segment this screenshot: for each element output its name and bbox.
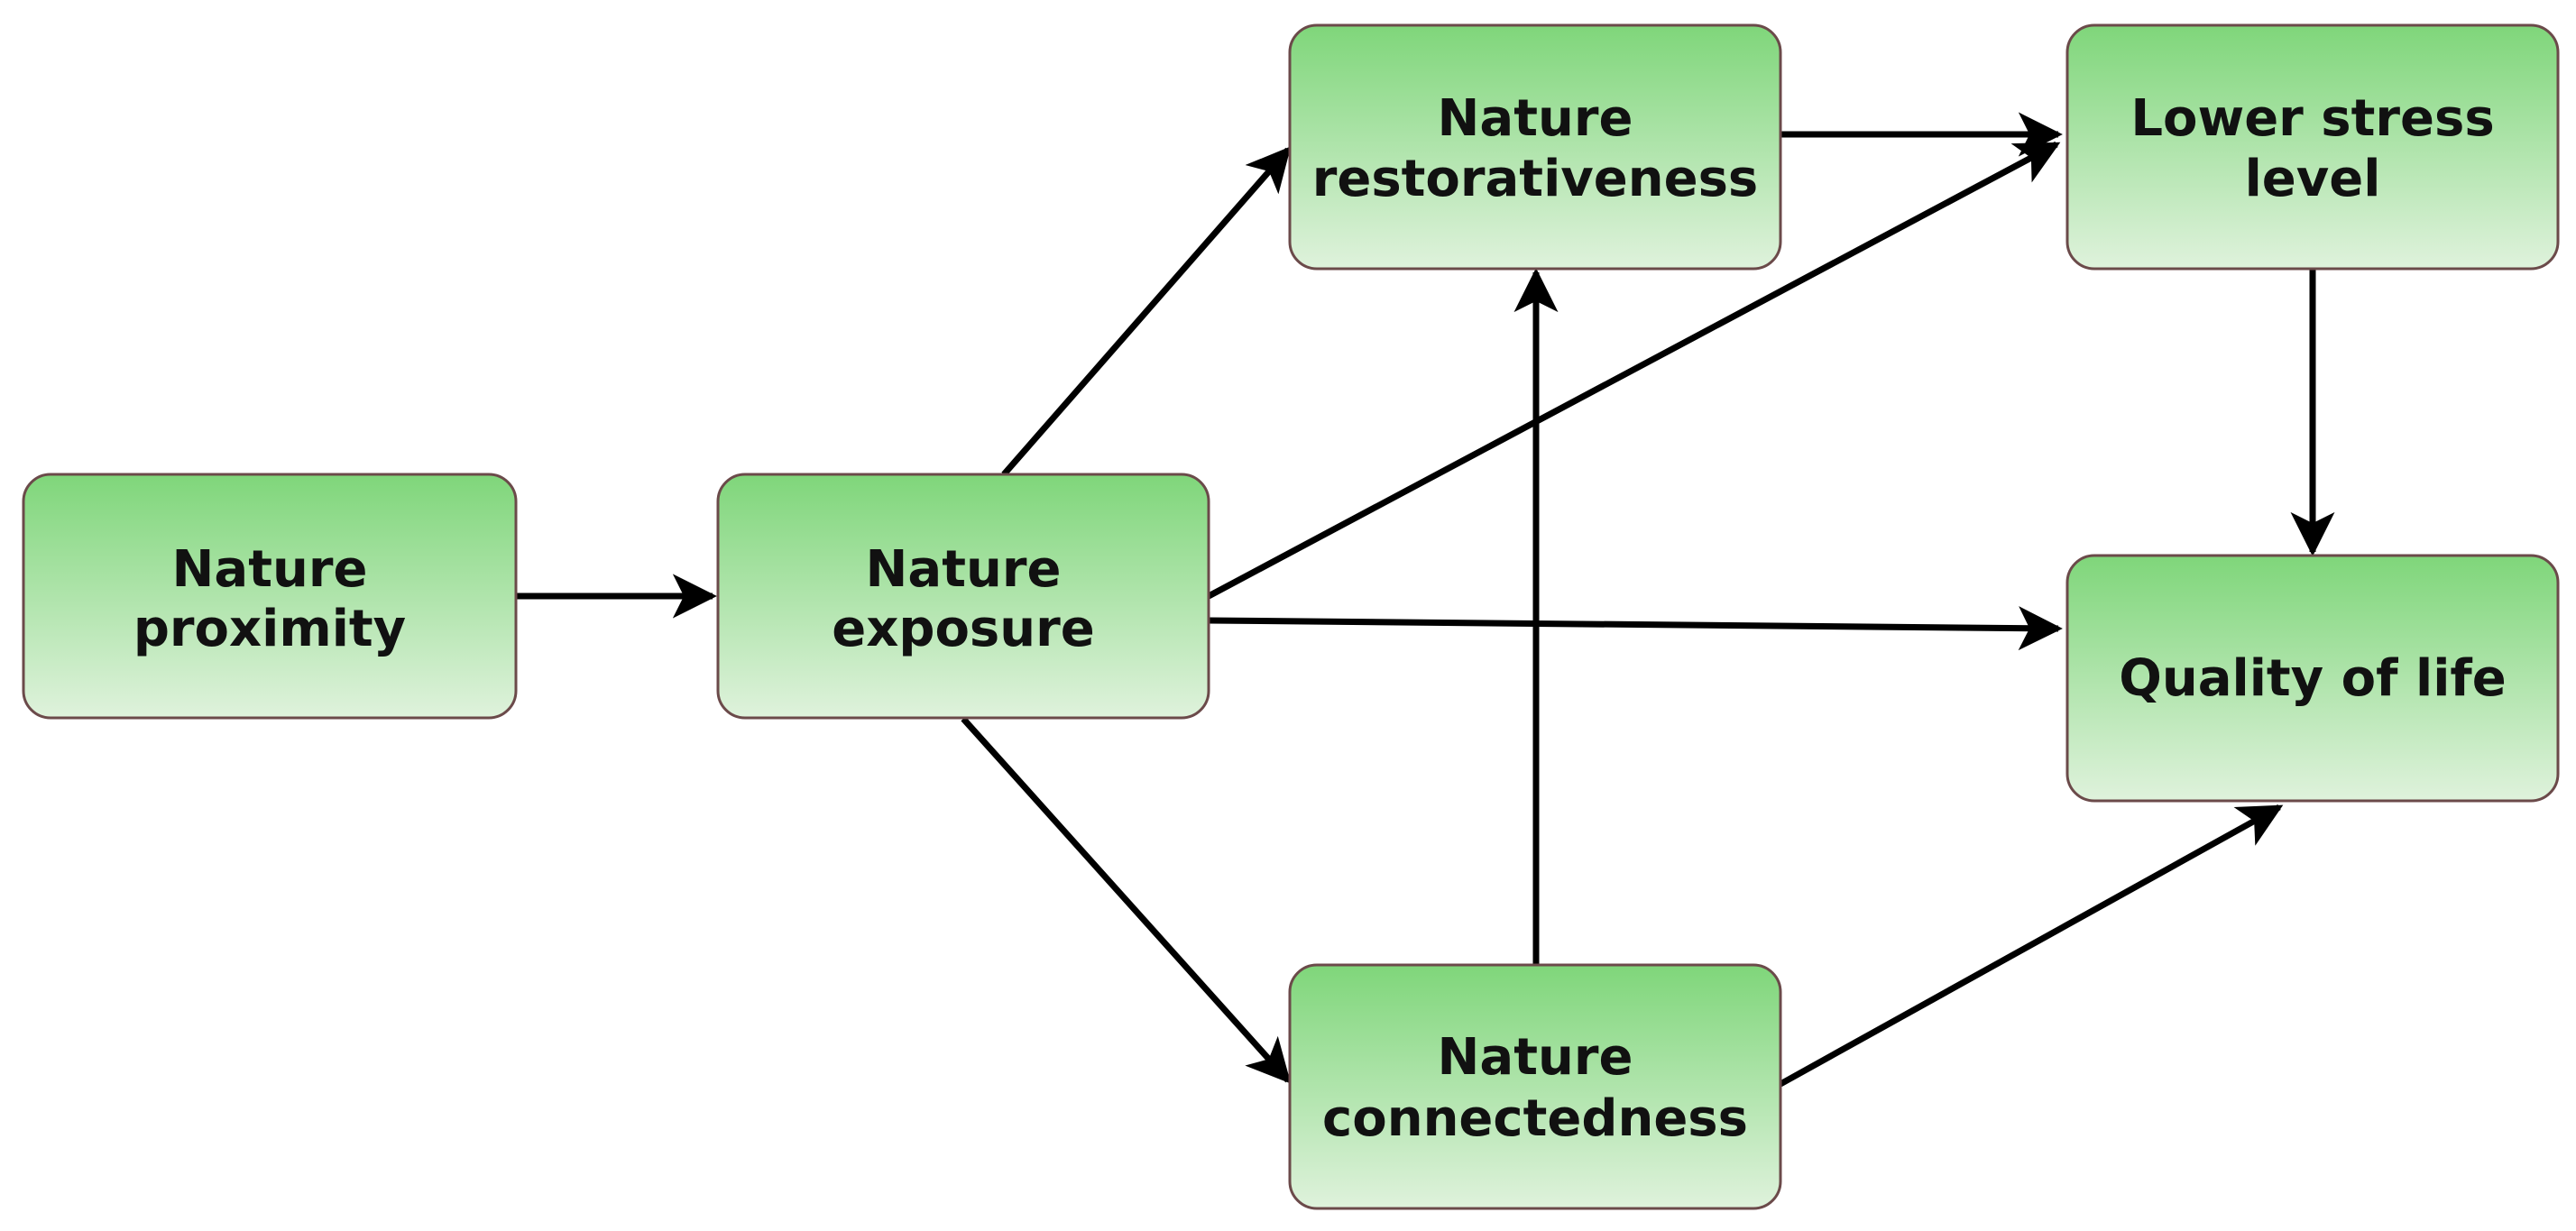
edges-layer bbox=[516, 112, 2335, 1088]
node-lower-stress-level-line-1: Lower stress bbox=[2130, 89, 2494, 148]
edge-exposure-to-connectedness bbox=[961, 716, 1292, 1084]
node-nature-connectedness-line-2: connectedness bbox=[1322, 1089, 1748, 1148]
node-lower-stress-level: Lower stress level bbox=[2065, 23, 2560, 271]
node-nature-connectedness-line-1: Nature bbox=[1438, 1028, 1633, 1087]
node-quality-of-life-line-1: Quality of life bbox=[2119, 649, 2507, 708]
node-nature-exposure: Nature exposure bbox=[716, 473, 1210, 720]
node-quality-of-life: Quality of life bbox=[2065, 554, 2560, 803]
edge-exposure-to-quality bbox=[1208, 606, 2063, 651]
node-nature-restorativeness-line-2: restorativeness bbox=[1312, 150, 1759, 208]
node-nature-restorativeness: Nature restorativeness bbox=[1288, 23, 1782, 271]
node-nature-exposure-line-1: Nature bbox=[866, 540, 1062, 599]
node-nature-exposure-line-2: exposure bbox=[832, 600, 1094, 658]
node-lower-stress-level-line-2: level bbox=[2245, 150, 2381, 208]
node-nature-proximity-line-1: Nature bbox=[172, 540, 368, 599]
edge-exposure-to-stress bbox=[1207, 141, 2061, 600]
edge-exposure-to-restorativeness bbox=[1001, 146, 1292, 477]
node-nature-proximity: Nature proximity bbox=[22, 473, 518, 720]
node-nature-connectedness: Nature connectedness bbox=[1288, 963, 1782, 1210]
edge-connectedness-to-quality bbox=[1779, 804, 2284, 1088]
node-nature-proximity-line-2: proximity bbox=[133, 600, 406, 658]
nodes-layer: Nature proximity Nature exposure Nature … bbox=[22, 23, 2560, 1210]
node-nature-restorativeness-line-1: Nature bbox=[1438, 89, 1633, 148]
